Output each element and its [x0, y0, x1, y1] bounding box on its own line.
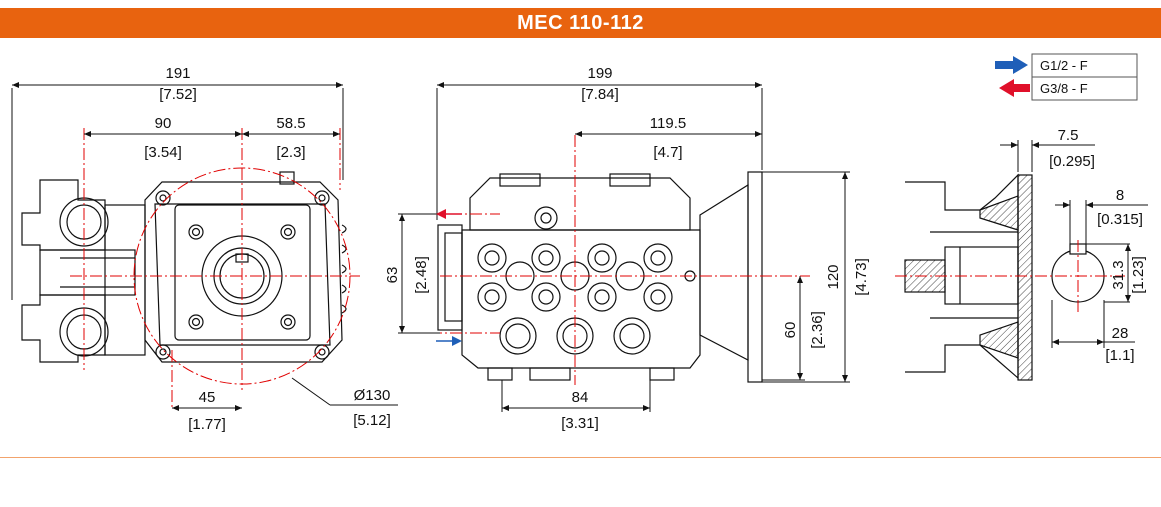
flange-diameter-in: [5.12] — [353, 412, 391, 429]
flange-thickness-mm: 7.5 — [1058, 127, 1079, 144]
shaft-diameter-in: [1.1] — [1105, 347, 1134, 364]
flange-diameter-mm: Ø130 — [354, 387, 391, 404]
pitch-right-mm: 58.5 — [276, 115, 305, 132]
side-view — [437, 171, 763, 383]
inlet-arrow-icon — [436, 336, 462, 346]
red-arrow-icon — [999, 79, 1030, 97]
shaft-offset-mm: 119.5 — [650, 115, 686, 132]
flange-thickness-in: [0.295] — [1049, 153, 1095, 170]
front-view — [21, 171, 347, 363]
side-view-labels: 199 [7.84] 119.5 [4.7] 84 [3.31] 63 [2.4… — [384, 65, 870, 432]
key-width-in: [0.315] — [1097, 211, 1143, 228]
base-width-in: [3.31] — [561, 415, 599, 432]
pitch-left-mm: 90 — [155, 115, 172, 132]
key-height-in: [1.23] — [1130, 256, 1147, 294]
legend-label-outlet: G3/8 - F — [1040, 81, 1088, 96]
front-view-centerlines — [70, 128, 360, 410]
key-width-mm: 8 — [1116, 187, 1124, 204]
base-width-mm: 84 — [572, 389, 589, 406]
bolt-offset-in: [1.77] — [188, 416, 226, 433]
shaft-detail-centerlines — [895, 240, 1125, 312]
flange-height-mm: 120 — [825, 264, 842, 289]
shaft-diameter-mm: 28 — [1112, 325, 1129, 342]
pitch-left-in: [3.54] — [144, 144, 182, 161]
shaft-section — [904, 173, 1105, 381]
page-title: MEC 110-112 — [0, 8, 1161, 38]
legend-label-inlet: G1/2 - F — [1040, 58, 1088, 73]
shaft-detail-labels: 7.5 [0.295] 8 [0.315] 31.3 [1.23] 28 [1.… — [1049, 127, 1147, 364]
key-height-mm: 31.3 — [1110, 260, 1127, 289]
front-view-labels: 191 [7.52] 90 [3.54] 58.5 [2.3] 45 [1.77… — [144, 65, 391, 433]
bottom-divider — [0, 457, 1161, 458]
pitch-right-in: [2.3] — [276, 144, 305, 161]
side-view-dimensions — [398, 82, 850, 412]
side-view-centerlines — [430, 135, 810, 385]
side-width-mm: 199 — [587, 65, 612, 82]
front-width-in: [7.52] — [159, 86, 197, 103]
port-spacing-mm: 63 — [384, 267, 401, 284]
shaft-detail-dimensions — [1000, 140, 1148, 348]
blue-arrow-icon — [995, 56, 1028, 74]
bolt-offset-mm: 45 — [199, 389, 216, 406]
shaft-height-in: [2.36] — [809, 311, 826, 349]
shaft-offset-in: [4.7] — [653, 144, 682, 161]
outlet-arrow-icon — [436, 209, 462, 219]
front-view-dimensions — [11, 82, 398, 411]
port-spacing-in: [2.48] — [413, 256, 430, 294]
legend: G1/2 - F G3/8 - F — [995, 53, 1138, 101]
front-width-mm: 191 — [165, 65, 190, 82]
shaft-height-mm: 60 — [782, 322, 799, 339]
flange-height-in: [4.73] — [853, 258, 870, 296]
side-width-in: [7.84] — [581, 86, 619, 103]
